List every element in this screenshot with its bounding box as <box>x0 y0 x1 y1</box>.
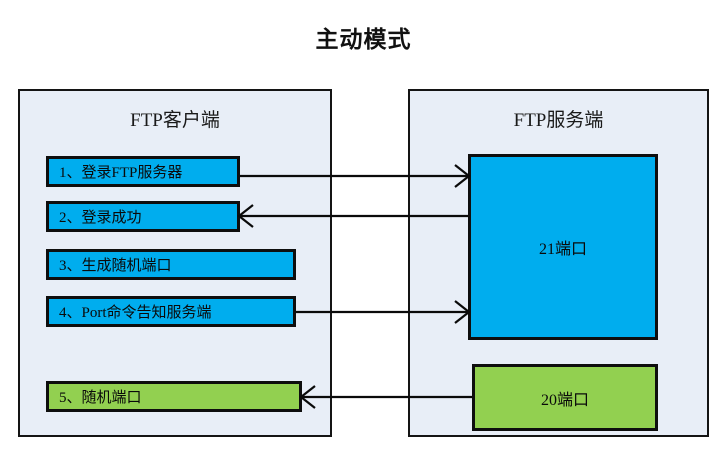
client-step-random-port: 5、随机端口 <box>46 381 302 412</box>
page-title: 主动模式 <box>315 26 412 52</box>
client-step-generate-random-port: 3、生成随机端口 <box>46 249 296 280</box>
client-step-port-command: 4、Port命令告知服务端 <box>46 296 296 327</box>
client-panel-title: FTP客户端 <box>130 110 220 131</box>
server-port-20: 20端口 <box>472 364 658 431</box>
client-step-login-request: 1、登录FTP服务器 <box>46 156 240 187</box>
client-step-login-success: 2、登录成功 <box>46 201 240 232</box>
server-port-21: 21端口 <box>468 154 658 340</box>
server-panel-title: FTP服务端 <box>513 110 604 131</box>
